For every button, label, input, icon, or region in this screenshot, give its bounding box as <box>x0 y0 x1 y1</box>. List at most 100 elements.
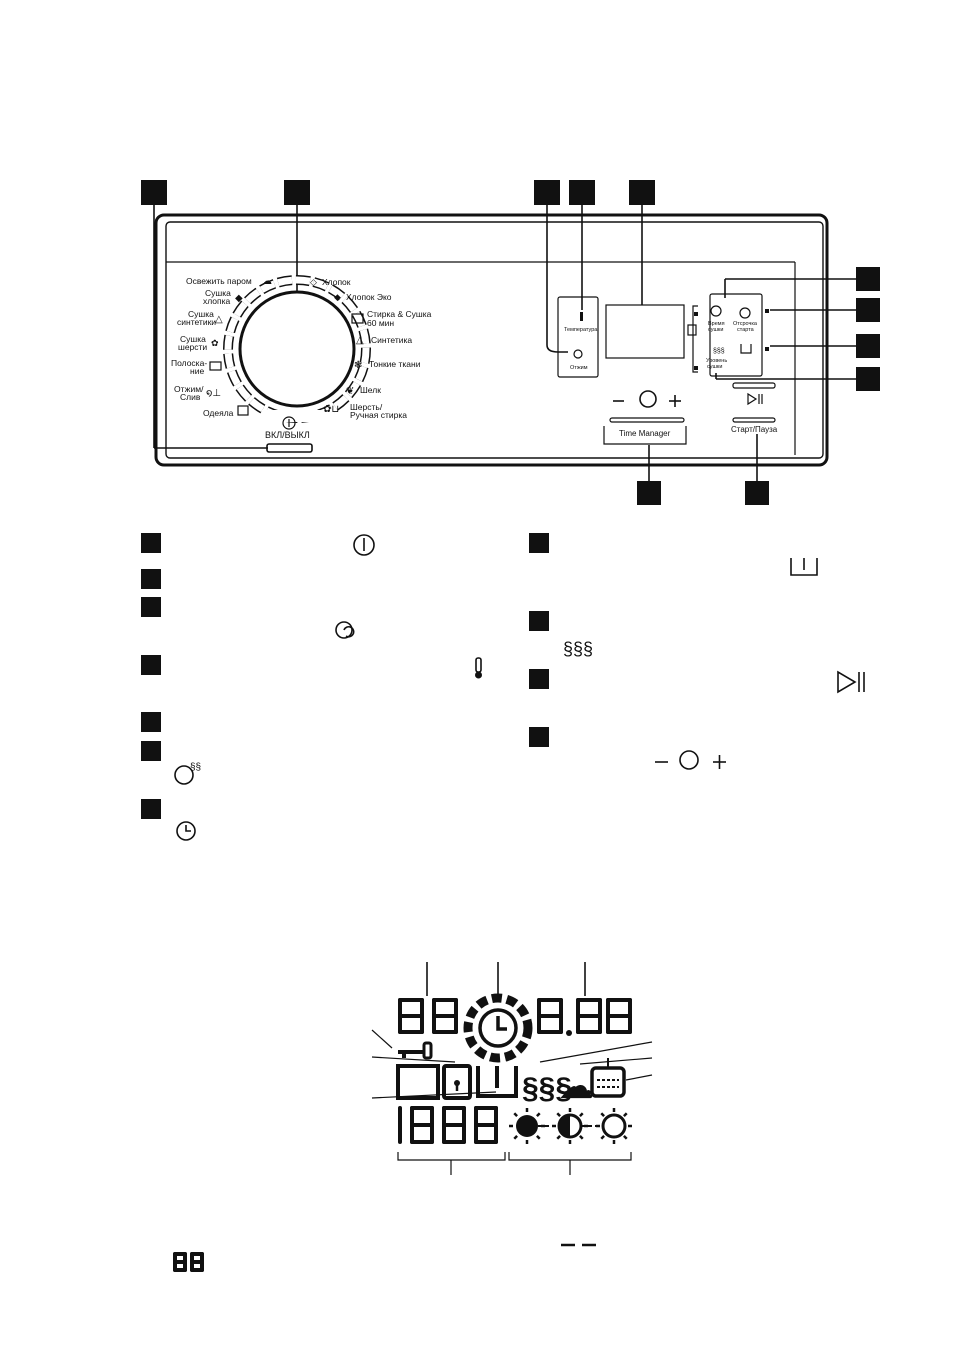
dry-level-lcd-icon: §§§ <box>522 1072 572 1105</box>
cotton-dry-icon: ◆ <box>235 293 243 304</box>
small-88-icon <box>173 1252 204 1272</box>
svg-text:Одеяла: Одеяла <box>203 408 234 418</box>
start-pause-icon-legend <box>837 670 857 694</box>
dry-level-icon-legend: §§§ <box>563 639 593 659</box>
sun-ray <box>556 1135 561 1140</box>
callout-11 <box>745 481 769 505</box>
sun-ray <box>556 1112 561 1117</box>
svg-text:сушки: сушки <box>707 364 722 370</box>
legend-5 <box>141 712 161 732</box>
legend-10 <box>529 669 549 689</box>
sun-ray <box>513 1135 518 1140</box>
program-dial[interactable] <box>238 290 356 408</box>
silk-icon: ❦ <box>346 386 354 397</box>
wool-hand-icon: ✿⊔ <box>323 404 339 415</box>
legend-3 <box>141 597 161 617</box>
svg-text:◆: ◆ <box>334 292 341 302</box>
legend-4 <box>141 655 161 675</box>
legend-1 <box>141 533 161 553</box>
svg-text:Тонкие ткани: Тонкие ткани <box>369 359 421 369</box>
svg-text:ние: ние <box>190 366 204 376</box>
start-pause-indicator <box>732 382 776 389</box>
cotton-icon: ◇ <box>310 277 317 287</box>
spin-button[interactable]: Отжим <box>570 365 588 371</box>
svg-text:синтетики: синтетики <box>177 317 216 327</box>
spin-drain-icon: ໑⊥ <box>206 388 221 399</box>
delay-start-button[interactable]: Отсрочка <box>733 321 758 327</box>
steam-lcd-icon: ☁ <box>558 1065 594 1106</box>
delay-start-icon-legend <box>176 821 196 841</box>
callout-9 <box>856 367 880 391</box>
legend-9 <box>529 611 549 631</box>
legend-2 <box>141 569 161 589</box>
sun-ray <box>513 1112 518 1117</box>
callout-10 <box>637 481 661 505</box>
svg-text:Хлопок: Хлопок <box>322 277 351 287</box>
time-manager-icon <box>639 390 657 408</box>
clock-icon <box>478 1008 518 1048</box>
callout-6 <box>856 267 880 291</box>
svg-text:Сушка: Сушка <box>188 309 214 319</box>
sun-ray <box>623 1135 628 1140</box>
time-manager-button[interactable]: Time Manager <box>619 429 671 438</box>
svg-text:Сушка: Сушка <box>180 334 206 344</box>
sun-ray <box>600 1112 605 1117</box>
legend-7 <box>141 799 161 819</box>
panel-frame <box>154 213 829 467</box>
temperature-button[interactable]: Температура <box>564 327 598 333</box>
lcd-decimal-point <box>566 1030 572 1036</box>
door-lock-icon <box>442 1064 472 1100</box>
steam-icon: ☁ <box>262 276 272 287</box>
sun-ray <box>623 1112 628 1117</box>
lock-icon <box>687 324 697 336</box>
dry-level-button[interactable]: Уровень <box>706 358 727 364</box>
clock-ring <box>463 993 533 1063</box>
svg-text:Стирка & Сушка: Стирка & Сушка <box>367 309 432 319</box>
water-tank-icon <box>590 1066 626 1098</box>
display-window <box>605 304 685 359</box>
power-icon <box>282 416 296 430</box>
svg-text:Синтетика: Синтетика <box>371 335 412 345</box>
sun-ray <box>536 1112 541 1117</box>
thermometer-icon <box>580 312 583 321</box>
dry-time-icon-legend <box>174 765 194 785</box>
callout-3 <box>534 180 560 205</box>
svg-text:§§: §§ <box>190 762 201 773</box>
start-pause-button[interactable]: Старт/Пауза <box>731 425 778 434</box>
prog-refresh-steam: Освежить паром <box>186 276 252 286</box>
lcd-display: §§§ ☁ <box>371 962 653 1175</box>
callout-4 <box>569 180 595 205</box>
legend-8 <box>529 533 549 553</box>
sun-ray <box>579 1112 584 1117</box>
callout-8 <box>856 334 880 358</box>
svg-text:Шерсть/: Шерсть/ <box>350 402 383 412</box>
spin-icon <box>573 349 583 359</box>
callout-5 <box>629 180 655 205</box>
door-icon <box>396 1064 440 1100</box>
delay-start-icon <box>739 307 751 319</box>
rinse-hold-icon <box>740 344 752 354</box>
sun-empty-icon <box>601 1113 627 1139</box>
sun-ray <box>600 1135 605 1140</box>
svg-text:сушки: сушки <box>708 327 723 333</box>
svg-text:Сушка: Сушка <box>205 288 231 298</box>
thermometer-icon-legend <box>475 657 482 673</box>
callout-1 <box>141 180 167 205</box>
delicate-icon: ❃ <box>354 360 362 371</box>
dry-level-icon: §§§ <box>713 348 725 355</box>
svg-text:Ручная стирка: Ручная стирка <box>350 410 407 420</box>
sun-ray <box>579 1135 584 1140</box>
svg-text:шерсти: шерсти <box>178 342 207 352</box>
legend-6 <box>141 741 161 761</box>
svg-text:старта: старта <box>737 327 755 333</box>
power-icon-legend <box>353 534 375 556</box>
dry-time-icon <box>710 305 722 317</box>
start-pause-icon <box>747 392 758 406</box>
svg-text:△: △ <box>356 335 364 346</box>
rinse-hold-lcd-icon <box>476 1066 518 1098</box>
svg-text:Отжим/: Отжим/ <box>174 384 204 394</box>
on-off-button[interactable] <box>266 443 313 453</box>
dry-time-button[interactable]: Время <box>708 321 725 327</box>
time-manager-icon-legend <box>679 750 699 770</box>
